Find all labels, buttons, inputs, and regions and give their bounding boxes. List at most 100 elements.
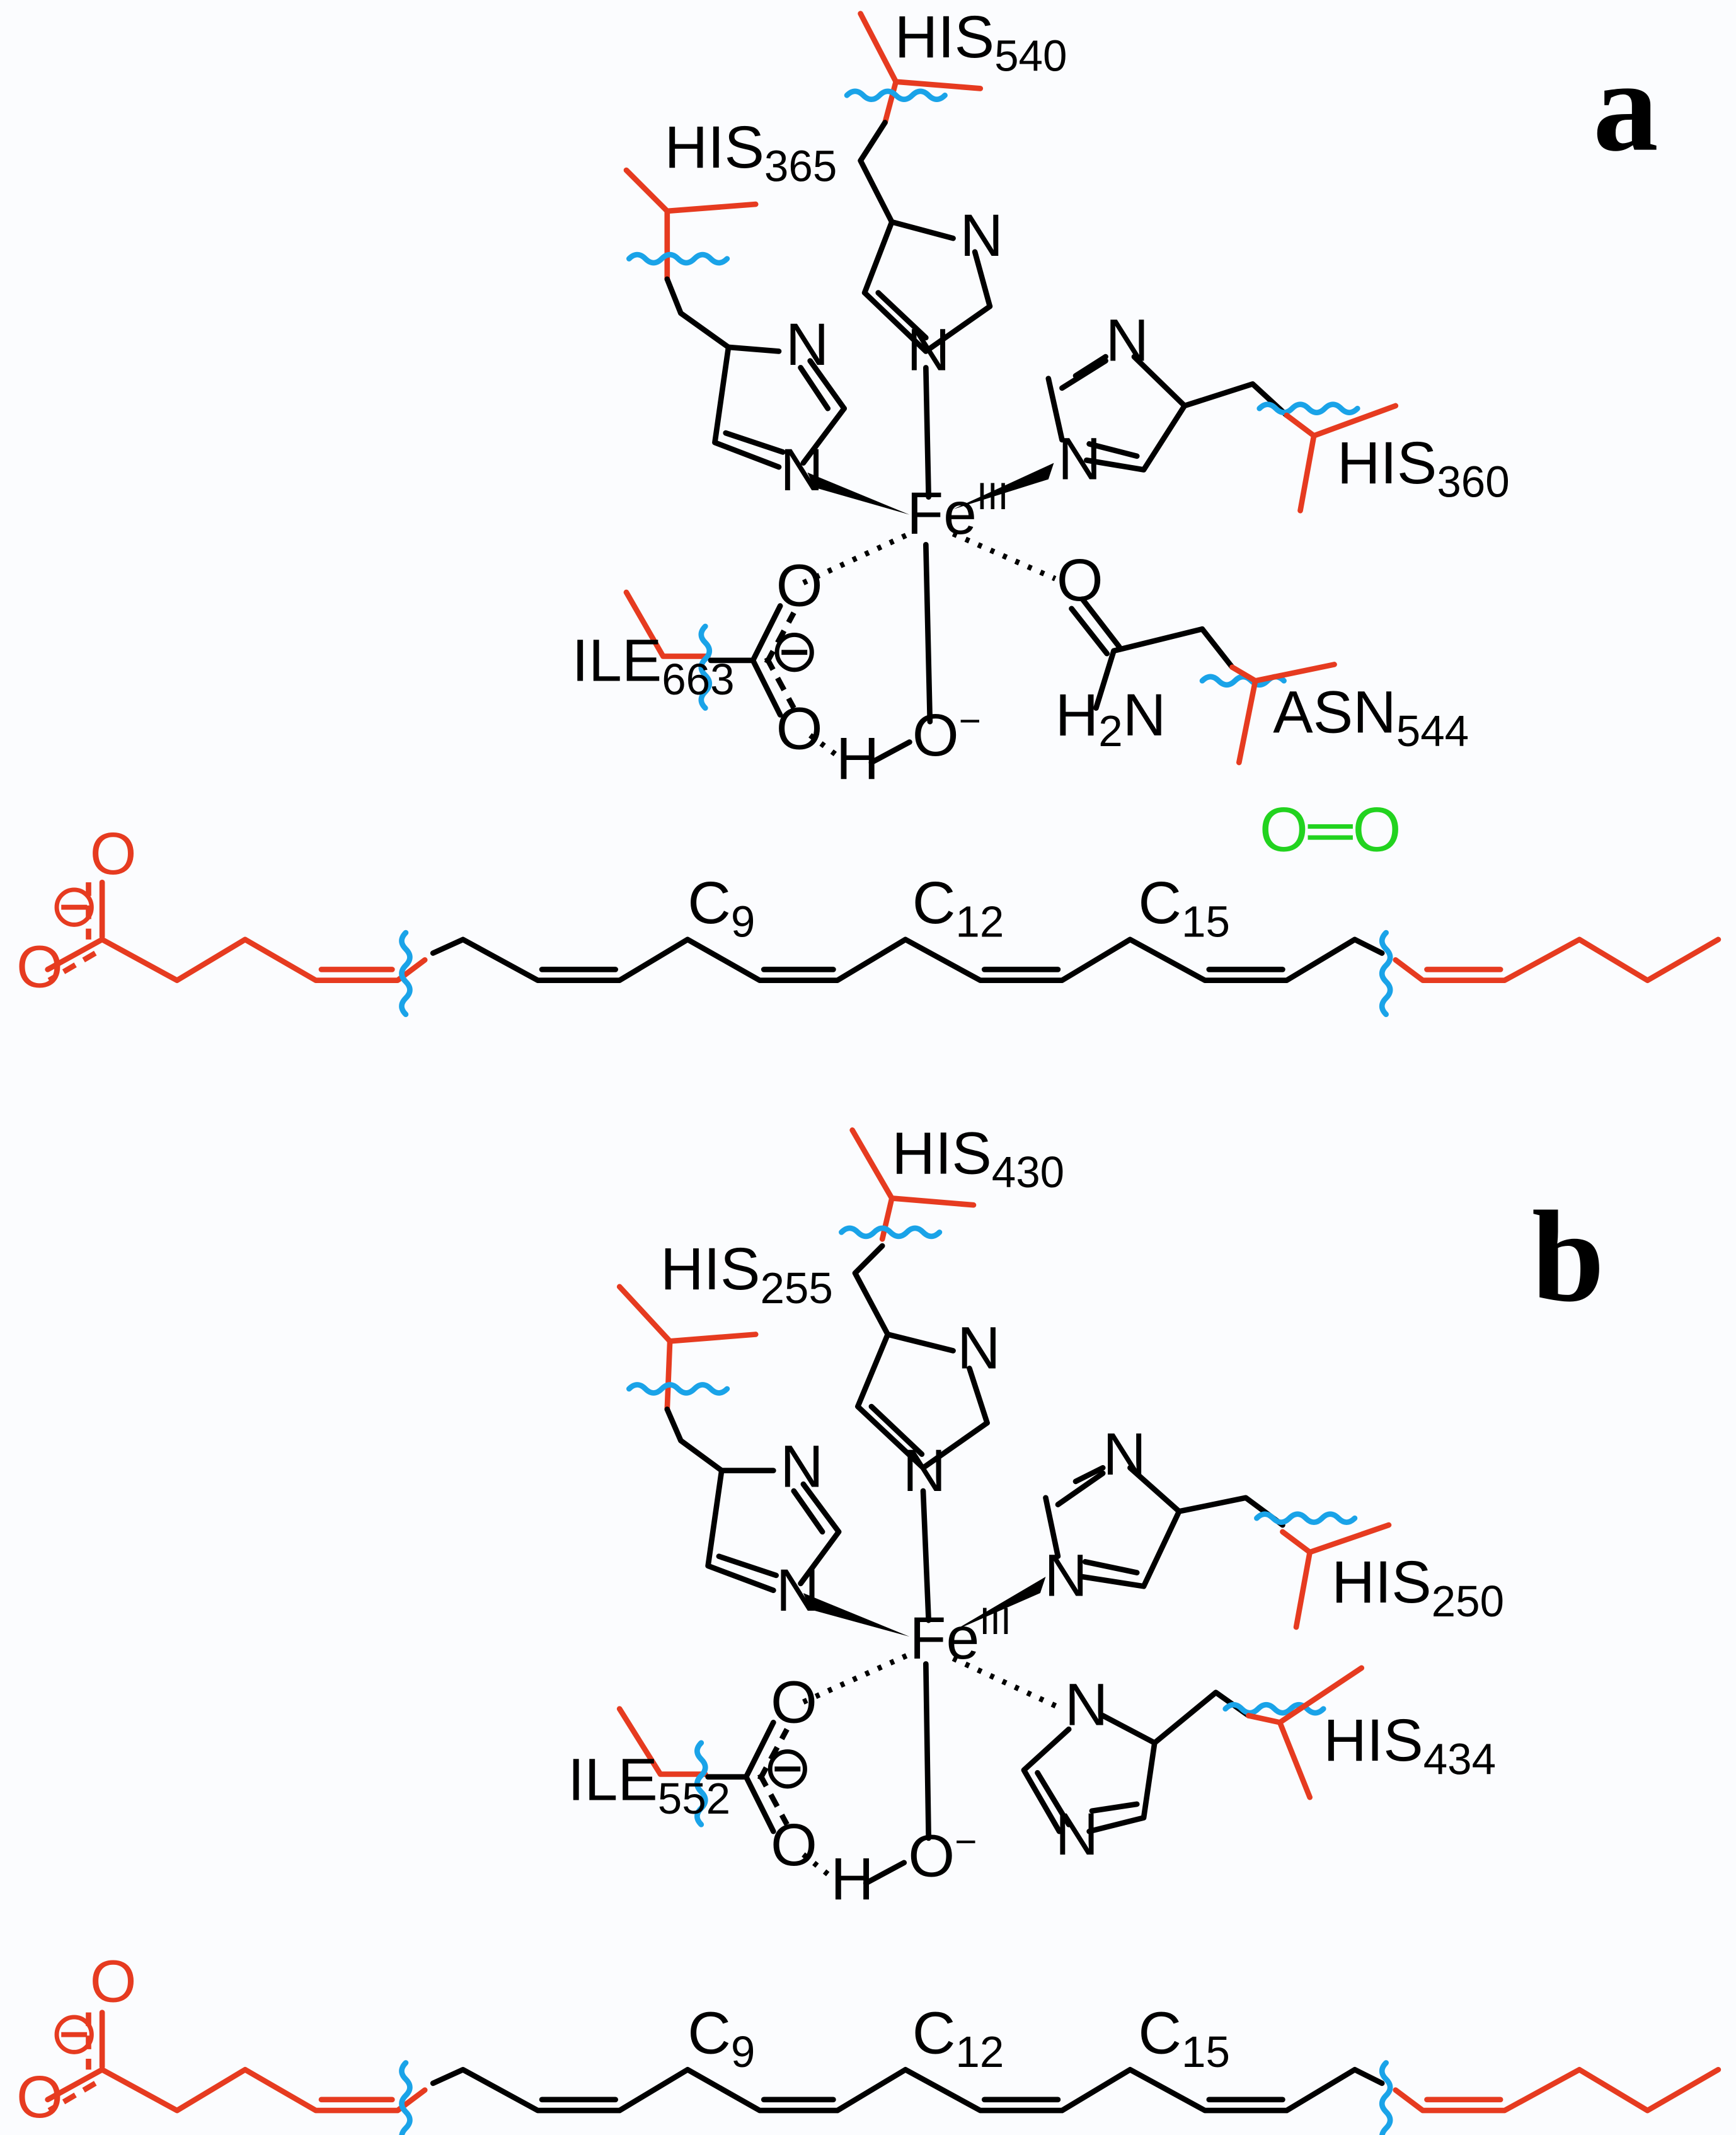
svg-text:O−: O− xyxy=(912,699,981,769)
ile552-o1: O xyxy=(771,1669,817,1735)
fatty-acid-chain-a: O O ⊖ C9 C12 C15 xyxy=(16,820,1722,1018)
svg-text:HIS540: HIS540 xyxy=(895,4,1067,81)
his365-name: HIS xyxy=(664,114,764,181)
his430-residue: HIS430 N N xyxy=(839,1120,1064,1504)
chain-a-c9-num: 9 xyxy=(731,897,755,947)
his255-number: 255 xyxy=(760,1263,832,1313)
chain-b-c12-num: 12 xyxy=(955,2027,1004,2076)
his365-n-atom: N xyxy=(786,311,829,378)
his360-name: HIS xyxy=(1337,430,1437,497)
hydrogen-a: H xyxy=(836,725,880,792)
chain-b-c12: C xyxy=(912,2000,956,2066)
chain-a-charge: ⊖ xyxy=(49,872,100,939)
svg-text:HIS255: HIS255 xyxy=(660,1236,833,1313)
asn544-o: O xyxy=(1057,547,1103,614)
asn544-residue: O H2N ASN544 xyxy=(1055,547,1469,766)
his250-name: HIS xyxy=(1331,1549,1431,1616)
his430-name: HIS xyxy=(892,1120,991,1187)
his250-residue: N N HIS250 xyxy=(1043,1421,1504,1630)
ile663-name: ILE xyxy=(572,627,662,694)
svg-text:C9: C9 xyxy=(687,870,755,947)
chain-a-c15-num: 15 xyxy=(1181,897,1230,947)
his360-residue: N N HIS360 xyxy=(1045,308,1510,514)
his540-name: HIS xyxy=(895,4,994,71)
his434-n-atom: N xyxy=(1055,1801,1099,1868)
his250-n-coord: N xyxy=(1044,1542,1088,1609)
fe-center-b: FeIII xyxy=(802,1488,1064,1841)
chain-b-charge: ⊖ xyxy=(49,2000,100,2066)
panel-label-b: b xyxy=(1532,1183,1604,1328)
hydrogen-b: H xyxy=(831,1846,874,1913)
his255-residue: HIS255 N N xyxy=(616,1236,842,1624)
his360-number: 360 xyxy=(1437,457,1509,507)
ile663-charge: ⊖ xyxy=(769,618,820,684)
his430-n-atom: N xyxy=(957,1315,1001,1382)
svg-text:ILE663: ILE663 xyxy=(572,627,735,704)
svg-text:ILE552: ILE552 xyxy=(568,1746,730,1823)
dioxygen-molecule: O═O xyxy=(1260,795,1401,865)
his255-n-atom: N xyxy=(780,1434,824,1500)
asn544-2: 2 xyxy=(1098,706,1122,756)
ile552-residue: O O ⊖ ILE552 H O− xyxy=(568,1669,977,1913)
his365-n-coord: N xyxy=(780,437,824,504)
svg-text:C12: C12 xyxy=(912,870,1004,947)
fatty-acid-chain-b: O O ⊖ C9 C12 C15 xyxy=(16,1948,1722,2135)
his250-n-atom: N xyxy=(1103,1421,1146,1488)
svg-text:HIS365: HIS365 xyxy=(664,114,837,191)
ile552-charge: ⊖ xyxy=(762,1734,813,1801)
panel-b: b HIS430 N N HIS255 N N xyxy=(16,1120,1722,2135)
asn544-h: H xyxy=(1055,682,1099,749)
hydroxide-o-b: O xyxy=(908,1822,955,1889)
ile663-residue: O O ⊖ ILE663 H O− xyxy=(572,553,981,792)
ile663-o2: O xyxy=(776,695,823,762)
his255-name: HIS xyxy=(660,1236,760,1303)
chain-a-c15: C xyxy=(1138,870,1181,936)
svg-text:C15: C15 xyxy=(1138,2000,1230,2076)
chain-b-c15: C xyxy=(1138,2000,1181,2066)
his360-n-atom: N xyxy=(1106,308,1149,374)
chain-b-c9: C xyxy=(687,2000,731,2066)
chain-b-c15-num: 15 xyxy=(1181,2027,1230,2076)
his434-name: HIS xyxy=(1323,1707,1423,1774)
fe-center-a: FeIII xyxy=(802,365,1057,725)
svg-text:C12: C12 xyxy=(912,2000,1004,2076)
his540-number: 540 xyxy=(994,31,1067,80)
his434-n-coord: N xyxy=(1065,1672,1108,1739)
ile552-number: 552 xyxy=(658,1774,730,1823)
his360-n-coord: N xyxy=(1058,426,1101,493)
his434-number: 434 xyxy=(1423,1734,1496,1783)
svg-text:HIS360: HIS360 xyxy=(1337,430,1510,507)
svg-text:C9: C9 xyxy=(687,2000,755,2076)
panel-label-a: a xyxy=(1593,33,1658,178)
svg-text:O−: O− xyxy=(908,1820,977,1890)
his430-number: 430 xyxy=(992,1148,1064,1197)
svg-text:HIS434: HIS434 xyxy=(1323,1707,1496,1784)
his365-residue: HIS365 N N xyxy=(623,114,848,504)
fe-symbol-a: Fe xyxy=(907,480,977,547)
svg-text:C15: C15 xyxy=(1138,870,1230,947)
ile552-name: ILE xyxy=(568,1746,658,1813)
his255-n-coord: N xyxy=(776,1557,820,1624)
his540-n-atom: N xyxy=(960,202,1003,269)
chain-b-c9-num: 9 xyxy=(731,2027,755,2076)
his365-number: 365 xyxy=(764,141,837,190)
asn544-n: N xyxy=(1123,682,1166,749)
chain-a-c12-num: 12 xyxy=(955,897,1004,947)
chain-a-c12: C xyxy=(912,870,956,936)
chain-b-o-top: O xyxy=(90,1948,137,2015)
ile552-o2: O xyxy=(771,1812,817,1879)
svg-text:ASN544: ASN544 xyxy=(1273,679,1469,756)
svg-text:HIS430: HIS430 xyxy=(892,1120,1064,1197)
hydroxide-minus-b: − xyxy=(955,1820,977,1863)
panel-a: a HIS540 N N HIS365 N N xyxy=(16,4,1722,1018)
ile663-number: 663 xyxy=(662,655,734,704)
chain-a-o-top: O xyxy=(90,820,137,887)
ile663-o1: O xyxy=(776,553,823,619)
his540-residue: HIS540 N N xyxy=(844,4,1067,384)
fe-symbol-b: Fe xyxy=(909,1605,979,1672)
his434-residue: N N HIS434 xyxy=(1021,1665,1496,1868)
hydroxide-minus-a: − xyxy=(959,699,981,742)
svg-text:FeIII: FeIII xyxy=(907,475,1008,547)
his250-number: 250 xyxy=(1432,1577,1504,1626)
